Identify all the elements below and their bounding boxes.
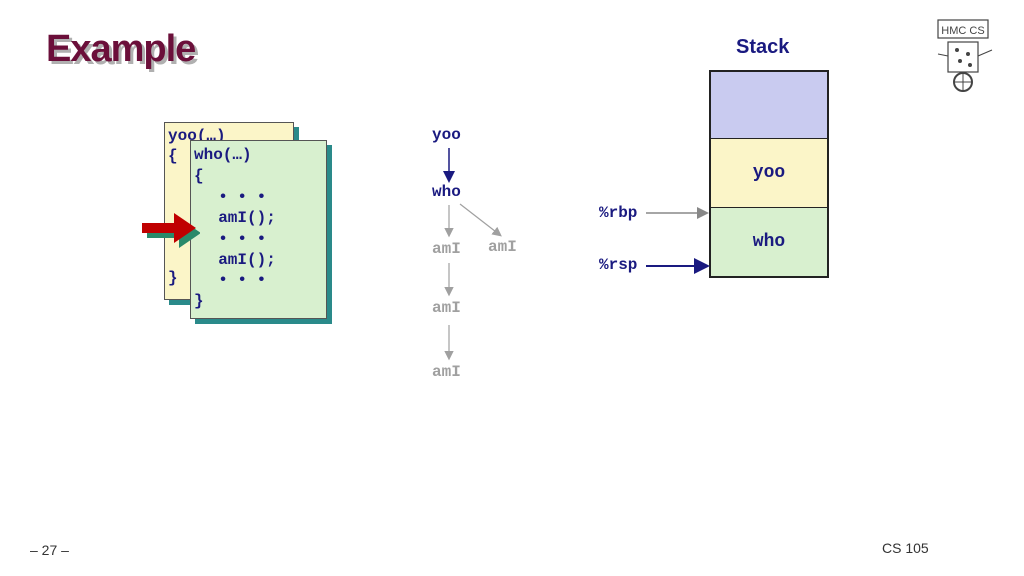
code-line: } bbox=[168, 269, 178, 287]
course-label: CS 105 bbox=[882, 540, 929, 556]
call-tree bbox=[443, 148, 502, 361]
slide-title: Example bbox=[46, 28, 196, 70]
svg-text:HMC CS: HMC CS bbox=[941, 25, 984, 37]
tree-node-who: who bbox=[432, 183, 461, 201]
stack-frame-yoo: yoo bbox=[709, 139, 829, 209]
tree-node-ami: amI bbox=[488, 238, 517, 256]
stack-frame-top bbox=[709, 70, 829, 140]
rsp-label: %rsp bbox=[599, 256, 638, 274]
tree-edge bbox=[459, 203, 502, 237]
tree-node-ami: amI bbox=[432, 363, 461, 381]
tree-node-ami: amI bbox=[432, 240, 461, 258]
code-line: } bbox=[194, 292, 204, 310]
rbp-label: %rbp bbox=[599, 204, 638, 222]
who-code-card: who(…) { • • • amI(); • • • amI(); • • •… bbox=[190, 140, 327, 319]
code-line: { bbox=[194, 167, 204, 185]
code-line: amI(); bbox=[199, 209, 276, 227]
code-line: • • • bbox=[199, 188, 267, 206]
code-line: { bbox=[168, 147, 178, 165]
register-arrows bbox=[646, 207, 710, 274]
current-line-arrow-icon bbox=[142, 213, 200, 248]
code-line: amI(); bbox=[199, 251, 276, 269]
tree-node-ami: amI bbox=[432, 299, 461, 317]
code-line: who(…) bbox=[194, 146, 252, 164]
code-line: • • • bbox=[199, 271, 267, 289]
tree-node-yoo: yoo bbox=[432, 126, 461, 144]
code-line: • • • bbox=[199, 230, 267, 248]
hmc-cs-logo: HMC CS bbox=[937, 19, 993, 92]
page-number: – 27 – bbox=[30, 542, 69, 558]
stack-frame-who: who bbox=[709, 208, 829, 278]
stack-title: Stack bbox=[736, 36, 790, 58]
